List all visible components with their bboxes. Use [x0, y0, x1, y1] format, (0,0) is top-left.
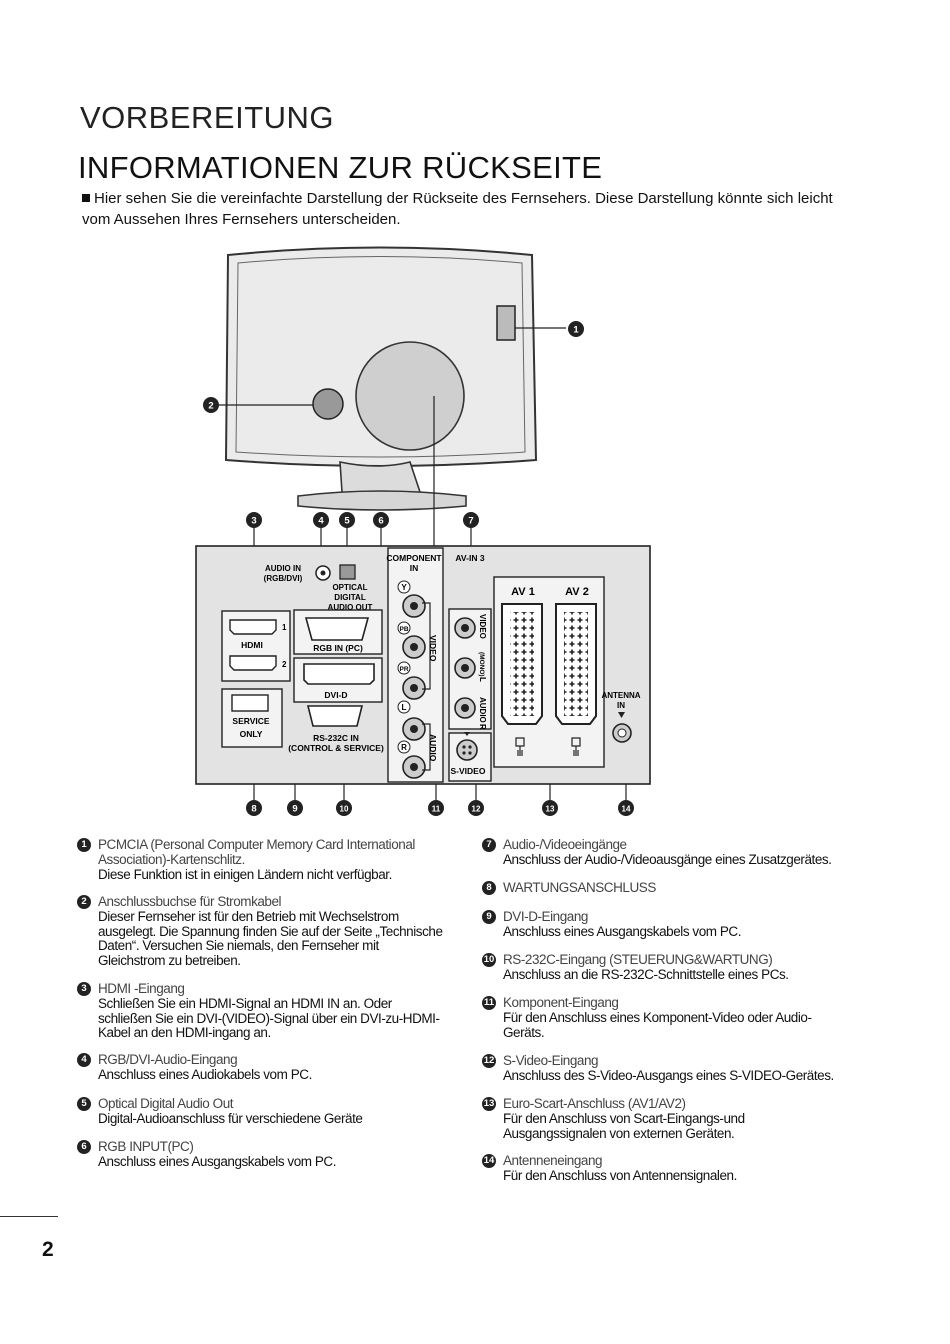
- legend-item-8: 8 WARTUNGSANSCHLUSS: [482, 880, 853, 896]
- page-title: INFORMATIONEN ZUR RÜCKSEITE: [78, 150, 603, 185]
- callout-6: 6: [378, 516, 383, 527]
- comp-pb-label: PB: [399, 626, 408, 633]
- callout-12: 12: [472, 805, 481, 814]
- av2-label: AV 2: [565, 586, 589, 598]
- av1-label: AV 1: [511, 586, 535, 598]
- optical-label-1: OPTICAL: [332, 583, 367, 592]
- hdmi-port-1: [229, 619, 277, 635]
- component-jacks: [402, 594, 426, 779]
- power-socket: [312, 388, 344, 420]
- s-video-label: S-VIDEO: [451, 766, 486, 776]
- component-group: [387, 547, 444, 783]
- audio-in-sublabel: (RGB/DVI): [264, 574, 303, 583]
- callout-9: 9: [292, 804, 297, 815]
- optical-out-port: [339, 564, 356, 580]
- pcmcia-slot: [496, 305, 516, 341]
- callout-4: 4: [318, 516, 324, 527]
- antenna-label-1: ANTENNA: [601, 691, 640, 700]
- callout-7: 7: [468, 516, 473, 527]
- callout-14: 14: [622, 805, 631, 814]
- comp-pr-label: PR: [399, 666, 408, 673]
- antenna-label-2: IN: [617, 701, 625, 710]
- hdmi-2-label: 2: [282, 660, 287, 669]
- rs232-label-1: RS-232C IN: [313, 733, 359, 743]
- dvi-port: [303, 663, 375, 685]
- comp-audio-label: AUDIO: [428, 734, 438, 762]
- antenna-arrow-icon: [618, 712, 625, 718]
- av-in3-label: AV-IN 3: [455, 553, 484, 563]
- component-label-1: COMPONENT: [386, 553, 442, 563]
- component-label-2: IN: [410, 563, 419, 573]
- callout-3: 3: [251, 516, 256, 527]
- comp-l-label: L: [402, 703, 407, 712]
- page-number: 2: [42, 1238, 54, 1261]
- callout-markers: 1 2 3 4 5 6 7 8 9 10 11 12 13 14: [203, 321, 634, 816]
- av3-l-label: L: [478, 677, 487, 682]
- callout-8: 8: [251, 804, 256, 815]
- av3-audio-label: AUDIO: [478, 697, 487, 723]
- optical-label-2: DIGITAL: [334, 593, 366, 602]
- service-label-2: ONLY: [240, 729, 263, 739]
- hdmi-1-label: 1: [282, 623, 287, 632]
- rgb-label: RGB IN (PC): [313, 643, 363, 653]
- service-usb-port: [231, 694, 269, 712]
- comp-y-label: Y: [401, 583, 407, 592]
- s-video-jack: [456, 739, 478, 761]
- comp-video-label: VIDEO: [428, 635, 438, 662]
- scart-av1-icon: [515, 737, 525, 756]
- av3-video-label: VIDEO: [478, 614, 487, 639]
- av3-mono-label: (MONO): [478, 652, 485, 677]
- optical-label-3: AUDIO OUT: [328, 603, 373, 612]
- intro-paragraph: Hier sehen Sie die vereinfachte Darstell…: [82, 188, 842, 230]
- rgb-port: [304, 617, 370, 641]
- section-title: VORBEREITUNG: [80, 100, 335, 135]
- hdmi-port-2: [229, 655, 277, 671]
- legend-item-6: 6 RGB INPUT(PC)Anschluss eines Ausgangsk…: [77, 1139, 443, 1170]
- legend-item-13: 13 Euro-Scart-Anschluss (AV1/AV2)Für den…: [482, 1096, 745, 1141]
- callout-2: 2: [208, 401, 213, 412]
- rs232-label-2: (CONTROL & SERVICE): [288, 743, 384, 753]
- callout-13: 13: [546, 805, 555, 814]
- legend-item-10: 10 RS-232C-Eingang (STEUERUNG&WARTUNG)An…: [482, 952, 789, 982]
- scart-av2-icon: [571, 737, 581, 756]
- callout-10: 10: [340, 805, 349, 814]
- av-in3-jacks: [454, 617, 476, 719]
- callout-1: 1: [573, 325, 579, 336]
- footer-rule: [0, 1216, 58, 1217]
- callout-11: 11: [432, 805, 441, 814]
- hdmi-label: HDMI: [241, 640, 263, 650]
- service-label-1: SERVICE: [232, 716, 269, 726]
- terminal-cover: [355, 341, 465, 451]
- bullet-icon: [82, 194, 90, 202]
- intro-text: Hier sehen Sie die vereinfachte Darstell…: [82, 190, 833, 228]
- av3-r-label: R: [478, 724, 487, 730]
- comp-r-label: R: [401, 743, 407, 752]
- rs232-port: [306, 705, 364, 727]
- audio-in-label: AUDIO IN: [265, 564, 301, 573]
- legend-item-1: 1 PCMCIA (Personal Computer Memory Card …: [77, 837, 443, 882]
- callout-5: 5: [344, 516, 350, 527]
- dvi-label: DVI-D: [324, 690, 347, 700]
